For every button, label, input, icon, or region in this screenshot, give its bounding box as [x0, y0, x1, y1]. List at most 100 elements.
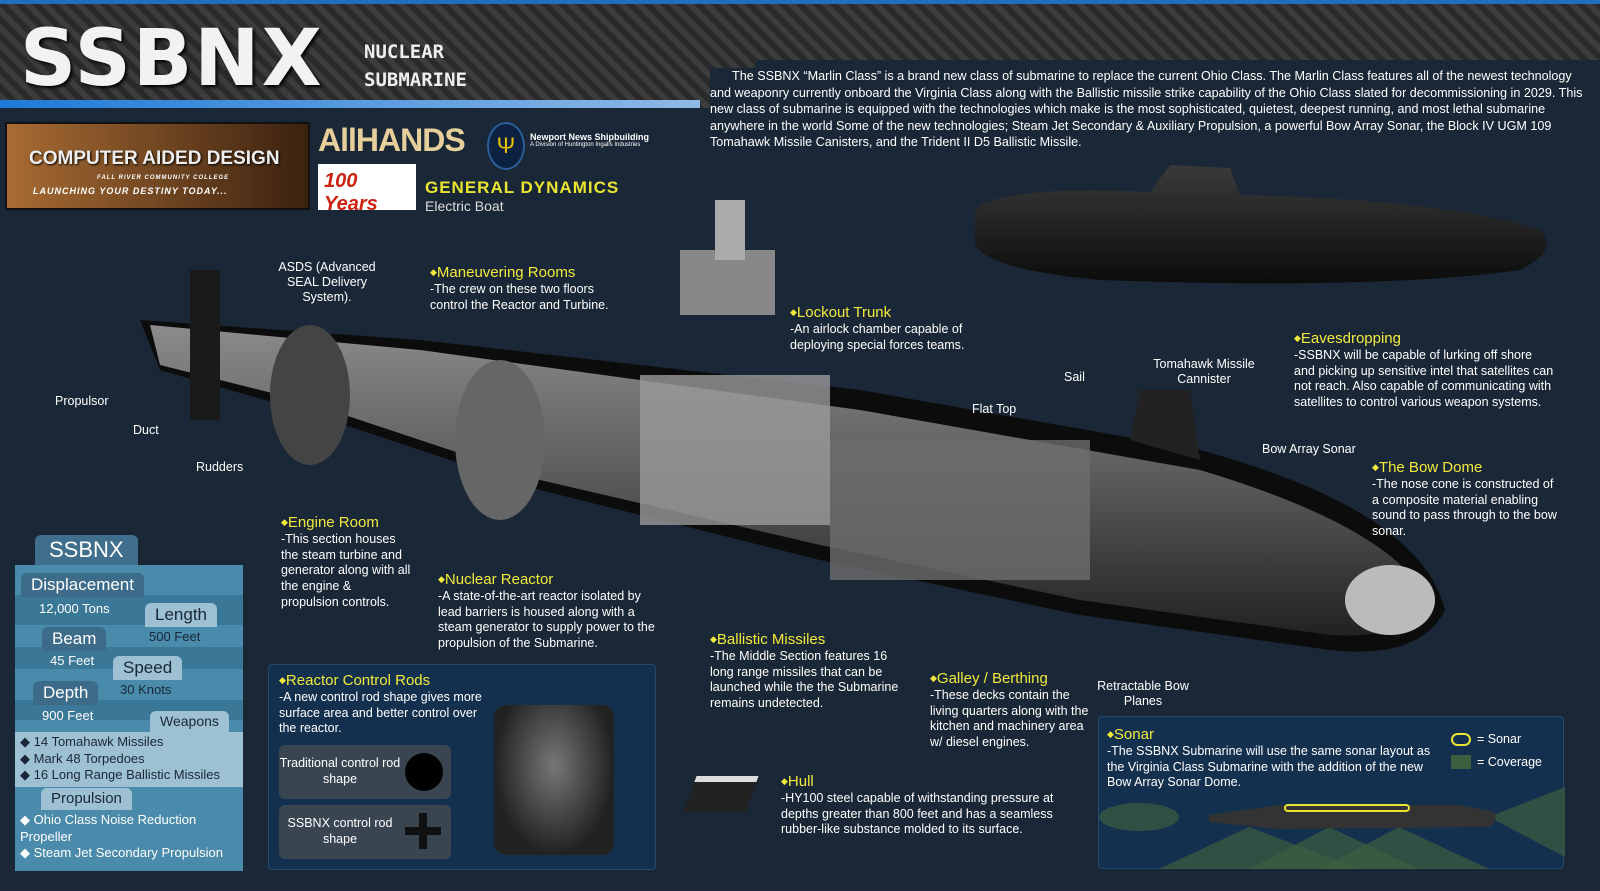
spec-weapons-label: Weapons [150, 711, 229, 732]
callout-text: -A new control rod shape gives more surf… [279, 690, 482, 736]
legend-sonar: = Sonar [1477, 732, 1522, 746]
spec-speed-label: Speed [113, 656, 183, 680]
label-flat-top: Flat Top [972, 402, 1017, 416]
propulsion-list: ◆ Ohio Class Noise Reduction Propeller ◆… [15, 812, 243, 862]
weapon-text: 16 Long Range Ballistic Missiles [33, 767, 221, 782]
sonar-layout-diagram [1099, 787, 1565, 869]
callout-ballistic: Ballistic Missiles-The Middle Section fe… [710, 630, 905, 712]
callout-text: -These decks contain the living quarters… [930, 688, 1089, 750]
callout-title: Maneuvering Rooms [430, 263, 630, 282]
weapons-list: ◆ 14 Tomahawk Missiles ◆ Mark 48 Torpedo… [15, 732, 243, 787]
reactor-core-image [494, 705, 614, 855]
callout-text: -The crew on these two floors control th… [430, 282, 609, 312]
callout-engine: Engine Room-This section houses the stea… [281, 513, 411, 611]
specs-title: SSBNX [35, 535, 138, 565]
sonar-legend-icon [1451, 733, 1471, 746]
spec-propulsion-label: Propulsion [41, 788, 132, 810]
page-title: SSBNX [20, 14, 324, 104]
callout-galley: Galley / Berthing-These decks contain th… [930, 669, 1090, 751]
callout-title: Galley / Berthing [930, 669, 1090, 688]
callout-title: Ballistic Missiles [710, 630, 905, 649]
submarine-cutaway [140, 270, 1445, 652]
weapon-item: ◆ 16 Long Range Ballistic Missiles [20, 767, 221, 782]
callout-rods: Reactor Control Rods-A new control rod s… [279, 671, 484, 737]
spec-length-label: Length [145, 603, 217, 627]
propulsion-item: ◆ Ohio Class Noise Reduction Propeller [20, 812, 197, 844]
trident-icon: Ψ [487, 122, 525, 170]
label-bow-array: Bow Array Sonar [1262, 442, 1356, 456]
callout-title: Nuclear Reactor [438, 570, 663, 589]
circle-rod-icon [405, 753, 443, 791]
spec-depth: 900 Feet [42, 708, 94, 723]
traditional-rod-card: Traditional control rod shape [279, 745, 451, 799]
spec-length: 500 Feet [149, 629, 201, 644]
weapon-item: ◆ 14 Tomahawk Missiles [20, 734, 164, 749]
propulsion-item: ◆ Steam Jet Secondary Propulsion [20, 845, 223, 860]
callout-text: -An airlock chamber capable of deploying… [790, 322, 965, 352]
spec-displacement-label: Displacement [21, 573, 144, 597]
allhands-logo: AllHANDS [318, 122, 466, 158]
callout-title: Eavesdropping [1294, 329, 1554, 348]
spec-beam-label: Beam [42, 627, 107, 651]
specs-panel: SSBNX Displacement 12,000 Tons Length 50… [15, 535, 243, 871]
header-banner [0, 0, 1600, 108]
callout-hull: Hull-HY100 steel capable of withstanding… [781, 772, 1086, 838]
intro-text: The SSBNX “Marlin Class” is a brand new … [710, 68, 1590, 151]
callout-eavesdropping: Eavesdropping-SSBNX will be capable of l… [1294, 329, 1554, 411]
cad-college: FALL RIVER COMMUNITY COLLEGE [97, 175, 230, 181]
cad-title: COMPUTER AIDED DESIGN [29, 148, 280, 169]
propulsion-text: Steam Jet Secondary Propulsion [33, 845, 223, 860]
weapon-text: Mark 48 Torpedoes [33, 750, 145, 766]
callout-text: -The Middle Section features 16 long ran… [710, 649, 899, 711]
spec-depth-label: Depth [33, 681, 99, 705]
callout-lockout: Lockout Trunk-An airlock chamber capable… [790, 303, 980, 353]
callout-bow-dome: The Bow Dome-The nose cone is constructe… [1372, 458, 1562, 540]
submarine-exterior [975, 165, 1547, 284]
label-sail: Sail [1064, 370, 1085, 384]
callout-title: Reactor Control Rods [279, 671, 484, 690]
callout-text: -The nose cone is constructed of a compo… [1372, 477, 1557, 539]
callout-title: Sonar [1107, 725, 1437, 744]
submarine-diagram [140, 165, 1547, 652]
coverage-legend-icon [1451, 755, 1471, 769]
callout-title: Lockout Trunk [790, 303, 980, 322]
ssbnx-rod-label: SSBNX control rod shape [287, 816, 393, 846]
callout-text: -The SSBNX Submarine will use the same s… [1107, 744, 1431, 790]
weapon-item: ◆ Mark 48 Torpedoes [20, 750, 145, 766]
label-asds: ASDS (Advanced SEAL Delivery System). [278, 260, 376, 304]
ssbnx-rod-card: SSBNX control rod shape [279, 805, 451, 859]
hull-sample-icon [683, 776, 759, 812]
spec-beam: 45 Feet [50, 653, 95, 668]
callout-text: -A state-of-the-art reactor isolated by … [438, 589, 655, 651]
callout-reactor: Nuclear Reactor-A state-of-the-art react… [438, 570, 663, 652]
subtitle-line: SUBMARINE [364, 69, 467, 91]
callout-text: -This section houses the steam turbine a… [281, 532, 411, 609]
callout-title: The Bow Dome [1372, 458, 1562, 477]
legend-coverage: = Coverage [1477, 755, 1542, 769]
spec-speed: 30 Knots [120, 682, 172, 697]
traditional-rod-label: Traditional control rod shape [279, 756, 401, 786]
cad-tagline: LAUNCHING YOUR DESTINY TODAY... [33, 186, 228, 196]
lockout-chamber [680, 200, 775, 315]
gd-name: GENERAL DYNAMICS [425, 178, 620, 197]
label-rudders: Rudders [196, 460, 244, 474]
callout-text: -HY100 steel capable of withstanding pre… [781, 791, 1054, 837]
label-propulsor: Propulsor [55, 394, 109, 408]
callout-maneuvering: Maneuvering Rooms-The crew on these two … [430, 263, 630, 313]
control-rods-panel: Reactor Control Rods-A new control rod s… [268, 664, 656, 870]
sonar-panel: Sonar-The SSBNX Submarine will use the s… [1098, 716, 1565, 869]
hundred-years-logo: 100 Years [318, 164, 416, 215]
label-duct: Duct [133, 423, 159, 437]
gd-sub: Electric Boat [425, 198, 504, 214]
spec-displacement: 12,000 Tons [39, 601, 110, 616]
nns-sub: A Division of Huntington Ingalls Industr… [530, 142, 641, 148]
propulsion-text: Ohio Class Noise Reduction Propeller [20, 812, 197, 844]
subtitle-line: NUCLEAR [364, 41, 445, 63]
cad-logo: COMPUTER AIDED DESIGN FALL RIVER COMMUNI… [5, 122, 310, 210]
callout-sonar: Sonar-The SSBNX Submarine will use the s… [1107, 725, 1437, 791]
cross-rod-icon [405, 813, 441, 849]
page-subtitle: NUCLEAR SUBMARINE [364, 38, 467, 94]
weapon-text: 14 Tomahawk Missiles [33, 734, 164, 749]
